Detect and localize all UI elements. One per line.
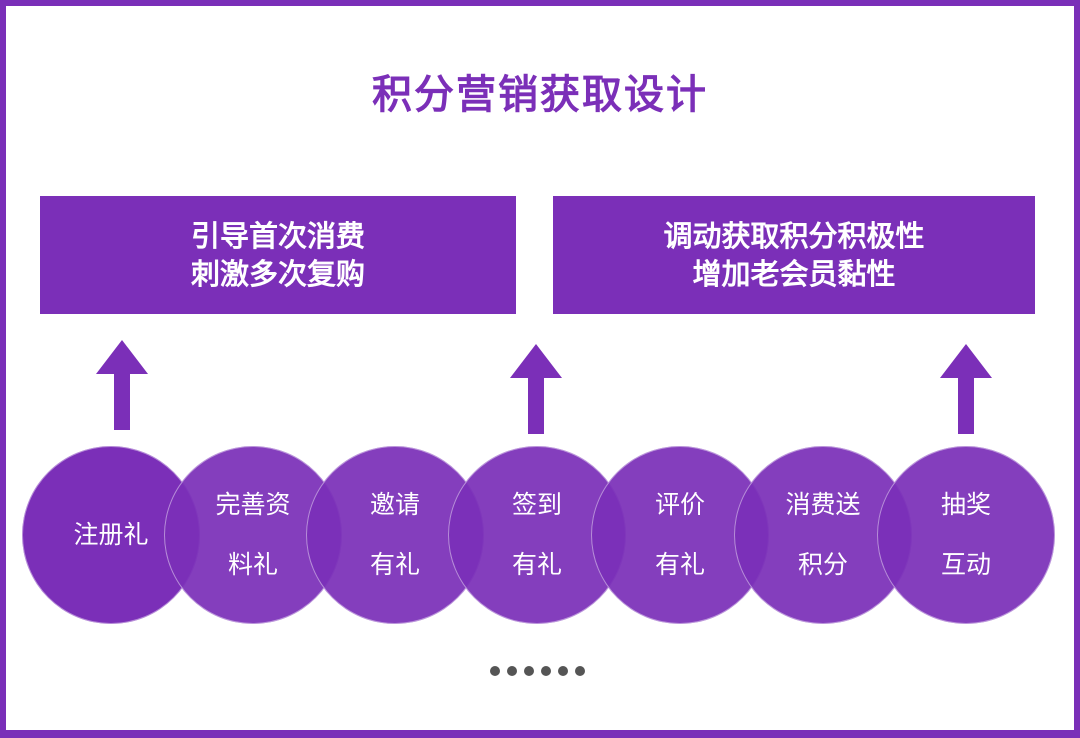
- up-arrow-icon: [940, 344, 992, 434]
- circle-item: 抽奖 互动: [877, 446, 1055, 624]
- dot: [507, 666, 517, 676]
- goal-box-right-line1: 调动获取积分积极性: [663, 219, 925, 253]
- circle-item-line1: 注册礼: [73, 520, 149, 549]
- circle-item-line2: 积分: [797, 550, 848, 579]
- circle-item-line2: 有礼: [369, 550, 420, 579]
- circle-item-line1: 评价: [654, 490, 705, 519]
- dot: [541, 666, 551, 676]
- up-arrow-icon: [96, 340, 148, 430]
- dot: [575, 666, 585, 676]
- dot: [558, 666, 568, 676]
- circle-item-line1: 签到: [511, 490, 562, 519]
- circle-item-line2: 有礼: [511, 550, 562, 579]
- up-arrow-icon: [510, 344, 562, 434]
- ellipsis-dots-icon: [490, 666, 585, 676]
- goal-box-left-line1: 引导首次消费: [190, 219, 365, 253]
- circle-item: 消费送 积分: [734, 446, 912, 624]
- goal-box-left-line2: 刺激多次复购: [190, 257, 365, 291]
- circle-item-line1: 邀请: [369, 490, 420, 519]
- circle-item-line2: 互动: [940, 550, 991, 579]
- dot: [490, 666, 500, 676]
- circle-item-line1: 消费送: [785, 490, 861, 519]
- goal-box-right-line2: 增加老会员黏性: [692, 257, 896, 291]
- circle-item-line1: 完善资: [215, 490, 291, 519]
- goal-box-right: 调动获取积分积极性 增加老会员黏性: [553, 196, 1035, 314]
- goal-box-left: 引导首次消费 刺激多次复购: [40, 196, 516, 314]
- page-title: 积分营销获取设计: [372, 72, 708, 118]
- circle-item-line2: 有礼: [654, 550, 705, 579]
- circle-item-line1: 抽奖: [940, 490, 991, 519]
- dot: [524, 666, 534, 676]
- circle-item-line2: 料礼: [227, 550, 278, 579]
